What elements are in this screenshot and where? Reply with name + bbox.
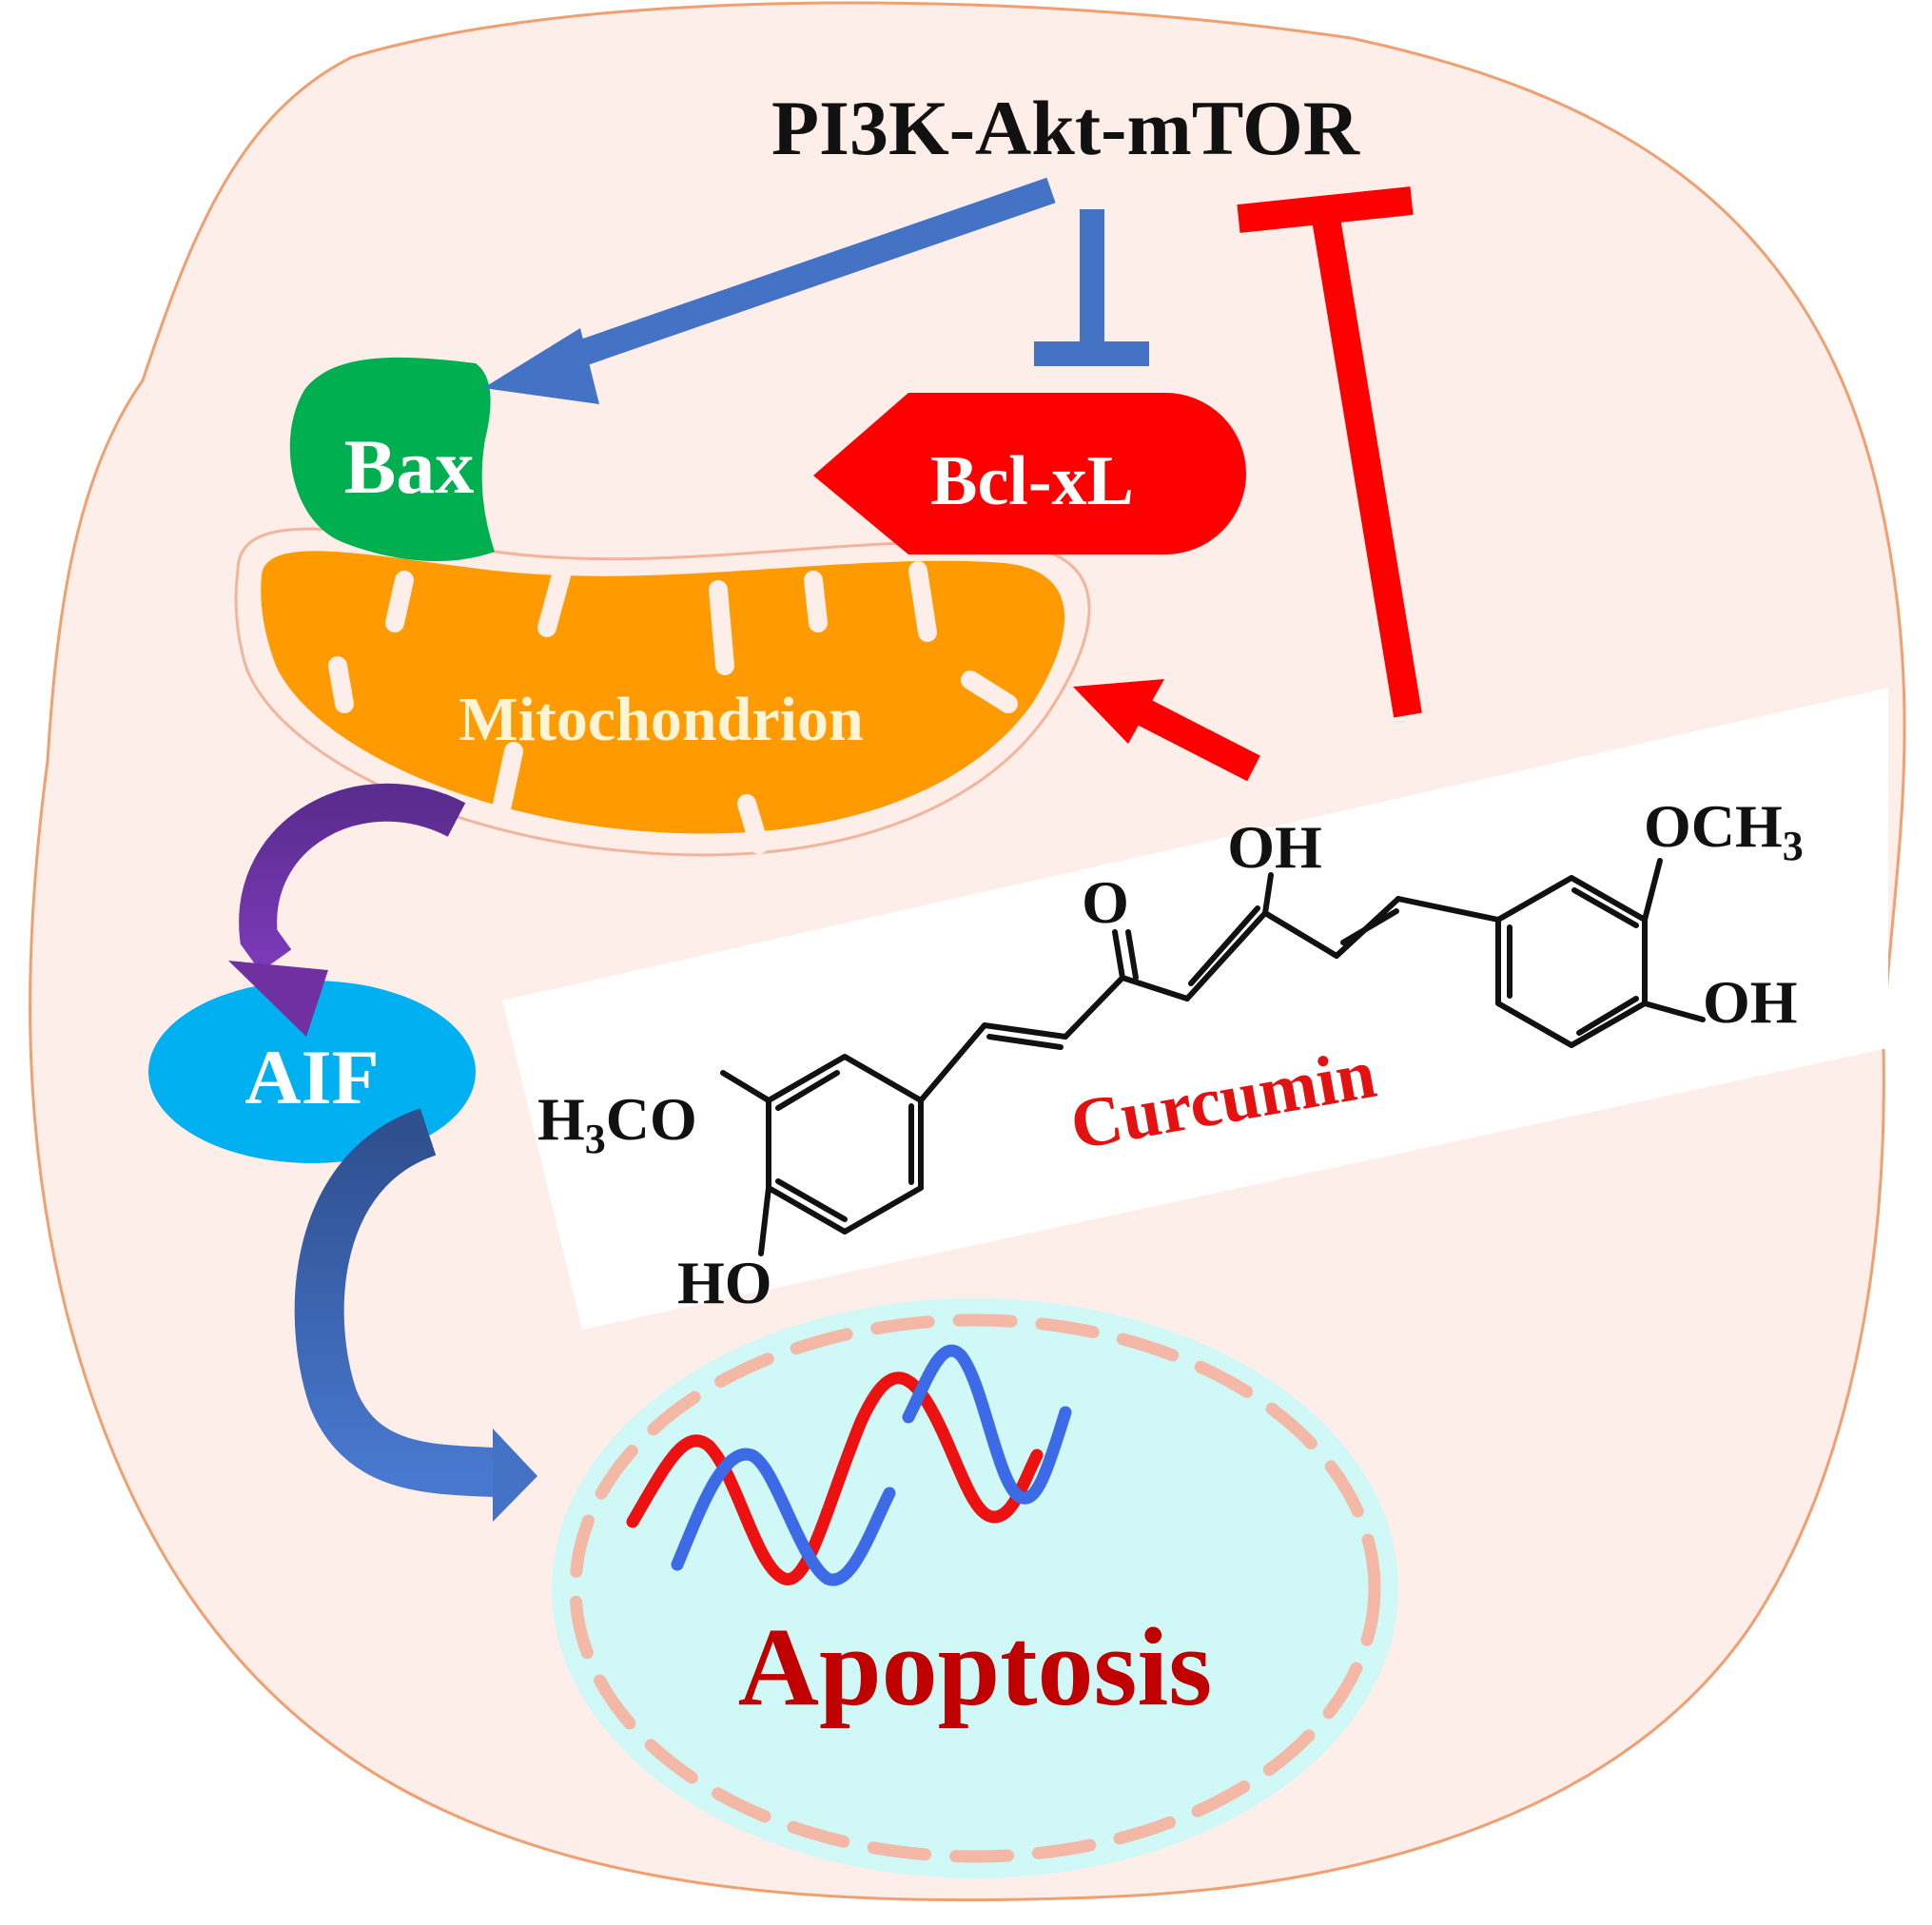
pi3k-activates-bax-arrow	[483, 177, 1056, 404]
apoptosis-label: Apoptosis	[738, 1604, 1212, 1729]
mitochondrion-label: Mitochondrion	[459, 685, 863, 754]
right-methoxy-label: OCH3	[1644, 792, 1804, 869]
aif-label: AIF	[244, 1034, 379, 1120]
right-hydroxyl-label: OH	[1703, 968, 1798, 1036]
curcumin-skeletal-formula	[720, 858, 1706, 1256]
curcumin-structure-panel: O OH OCH3 OH H3CO HO Curcumin	[502, 688, 1888, 1330]
bax-protein: Bax	[289, 357, 495, 562]
mitochondrion-releases-aif-arrow	[228, 783, 466, 1037]
mitochondrion: Mitochondrion	[234, 527, 1091, 857]
ketone-o-label: O	[1082, 868, 1129, 936]
curcumin-targets-mitochondrion-arrow	[1073, 679, 1260, 782]
pi3k-akt-mtor-label: PI3K-Akt-mTOR	[771, 85, 1360, 171]
bax-label: Bax	[344, 423, 475, 510]
aif-to-nucleus-arrow	[294, 1108, 537, 1522]
aif-protein: AIF	[148, 981, 476, 1163]
pi3k-inhibits-bclxl	[1034, 209, 1149, 366]
bclxl-protein: Bcl-xL	[813, 393, 1246, 554]
dna-strands	[626, 1344, 1072, 1586]
left-hydroxyl-label: HO	[677, 1249, 772, 1316]
enol-oh-label: OH	[1227, 813, 1322, 881]
nucleus	[552, 1298, 1398, 1878]
dna-strand-red	[626, 1371, 1044, 1585]
dna-strand-blue	[671, 1344, 1072, 1586]
left-methoxy-label: H3CO	[537, 1085, 697, 1162]
bclxl-label: Bcl-xL	[930, 442, 1134, 520]
curcumin-inhibits-pi3k	[1237, 186, 1422, 718]
